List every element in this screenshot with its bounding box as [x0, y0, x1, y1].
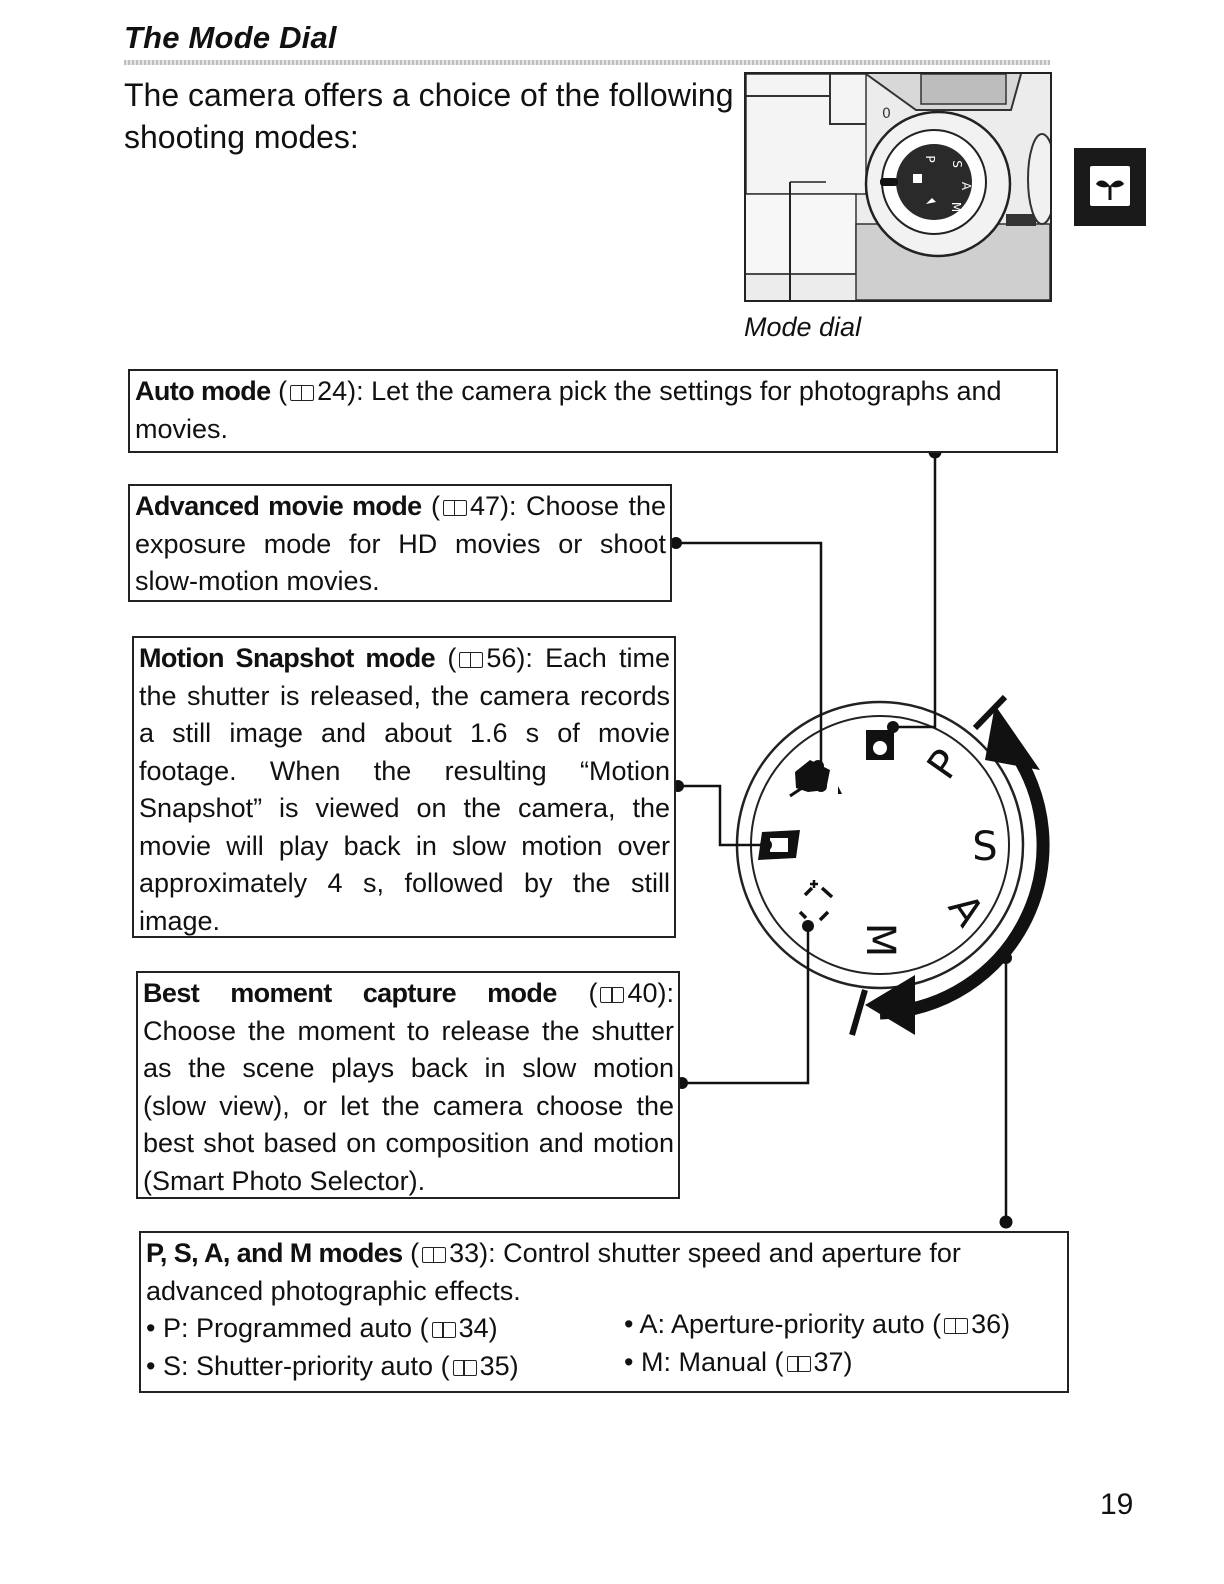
psam-bullet-list: • P: Programmed auto (34) • S: Shutter-p… — [146, 1310, 1063, 1386]
connector-lines — [676, 452, 1006, 1222]
book-icon — [432, 1322, 456, 1338]
best-moment-icon — [800, 880, 832, 920]
psam-item-a: • A: Aperture-priority auto (36) — [624, 1306, 1010, 1344]
arc-arrowhead-bottom — [865, 975, 915, 1035]
best-moment-ref: 40 — [627, 978, 657, 1008]
dial-letter-M: M — [857, 923, 903, 958]
book-icon — [944, 1318, 968, 1334]
book-icon — [422, 1247, 446, 1263]
movie-camera-icon — [790, 760, 842, 796]
page-number: 19 — [1100, 1488, 1133, 1522]
psam-label: P, S, A, and M modes — [146, 1238, 403, 1268]
book-icon — [290, 385, 314, 401]
book-icon — [459, 652, 483, 668]
motion-snapshot-box: Motion Snapshot mode (56): Each time the… — [132, 636, 676, 938]
advanced-movie-label: Advanced movie mode — [135, 491, 422, 521]
auto-mode-label: Auto mode — [135, 376, 271, 406]
advanced-movie-ref: 47 — [470, 491, 500, 521]
motion-snapshot-text: ): Each time the shutter is released, th… — [139, 643, 670, 936]
book-icon — [600, 987, 624, 1003]
book-icon — [443, 500, 467, 516]
dial-letter-S: S — [972, 824, 997, 870]
psam-ref: 33 — [449, 1238, 479, 1268]
auto-camera-icon — [866, 730, 894, 760]
psam-item-s: • S: Shutter-priority auto (35) — [146, 1348, 519, 1386]
book-icon — [453, 1360, 477, 1376]
arc-arrowhead-top — [985, 705, 1040, 770]
best-moment-box: Best moment capture mode (40): Choose th… — [136, 971, 680, 1199]
motion-snapshot-ref: 56 — [486, 643, 516, 673]
psam-box: P, S, A, and M modes (33): Control shutt… — [139, 1231, 1069, 1393]
motion-snapshot-label: Motion Snapshot mode — [139, 643, 435, 673]
psam-item-p: • P: Programmed auto (34) — [146, 1310, 498, 1348]
best-moment-text: ): Choose the moment to release the shut… — [143, 978, 674, 1196]
best-moment-label: Best moment capture mode — [143, 978, 557, 1008]
auto-mode-box: Auto mode (24): Let the camera pick the … — [128, 369, 1058, 453]
dial-letter-A: A — [939, 886, 993, 935]
dial-letter-P: P — [919, 741, 971, 787]
connector-dots — [670, 446, 1013, 1229]
advanced-movie-box: Advanced movie mode (47): Choose the exp… — [128, 484, 672, 602]
auto-mode-ref: 24 — [317, 376, 347, 406]
book-icon — [787, 1356, 811, 1372]
psam-item-m: • M: Manual (37) — [624, 1344, 853, 1382]
